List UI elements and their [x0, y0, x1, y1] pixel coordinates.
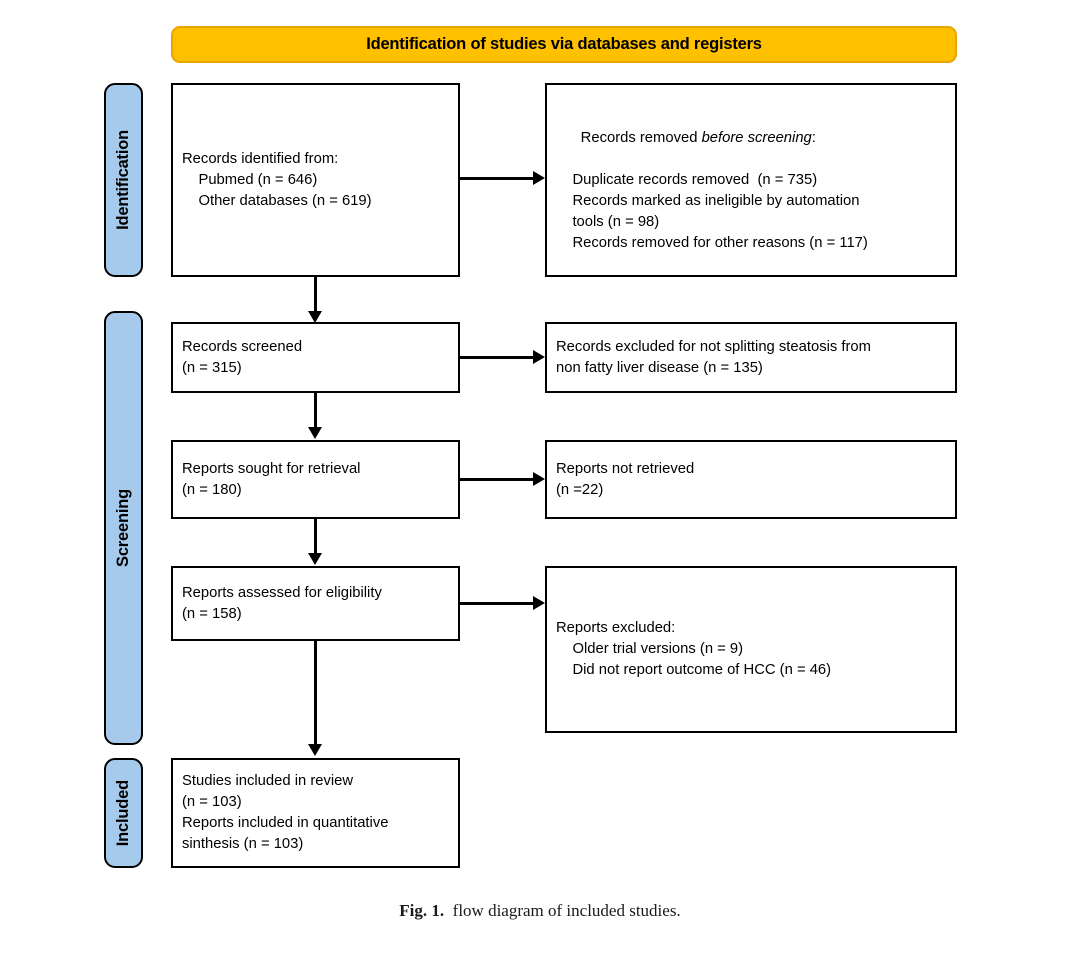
stage-label-included-text: Included — [114, 779, 132, 847]
node-reports-not-retrieved: Reports not retrieved (n =22) — [545, 440, 957, 519]
node-text-line: (n =22) — [556, 481, 604, 498]
arrowhead-screened-to-sought — [308, 427, 322, 439]
node-text-line: Records removed for other reasons (n = 1… — [556, 234, 868, 251]
stage-label-screening-text: Screening — [114, 489, 132, 567]
node-records-removed: Records removed before screening: Duplic… — [545, 83, 957, 277]
node-reports-excluded: Reports excluded: Older trial versions (… — [545, 566, 957, 733]
stage-label-included: Included — [104, 758, 143, 868]
node-text-line: (n = 158) — [182, 605, 242, 622]
connector-screened-to-excluded — [460, 356, 533, 359]
connector-sought-to-assessed — [314, 519, 317, 555]
node-text-line: Duplicate records removed (n = 735) — [556, 171, 818, 188]
node-studies-included: Studies included in review (n = 103) Rep… — [171, 758, 460, 868]
node-text-line: Studies included in review — [182, 773, 354, 789]
node-text-line: Pubmed (n = 646) — [182, 171, 318, 188]
node-reports-sought: Reports sought for retrieval (n = 180) — [171, 440, 460, 519]
arrowhead-sought-to-not-retrieved — [533, 472, 545, 486]
node-text-line: (n = 103) — [182, 794, 242, 810]
arrowhead-assessed-to-excluded — [533, 596, 545, 610]
connector-screened-to-sought — [314, 393, 317, 429]
diagram-banner: Identification of studies via databases … — [171, 26, 957, 63]
node-text-line: Reports sought for retrieval — [182, 460, 361, 477]
node-reports-assessed: Reports assessed for eligibility (n = 15… — [171, 566, 460, 641]
connector-identified-to-removed — [460, 177, 533, 180]
node-text-line: (n = 315) — [182, 359, 242, 376]
figure-caption-label: Fig. 1. — [399, 901, 445, 920]
connector-assessed-to-excluded — [460, 602, 533, 605]
node-text-line: sinthesis (n = 103) — [182, 836, 304, 852]
node-text-line: Records removed before screening: — [556, 107, 946, 170]
node-text-line: Reports excluded: — [556, 620, 676, 636]
arrowhead-assessed-to-included — [308, 744, 322, 756]
arrowhead-screened-to-excluded — [533, 350, 545, 364]
node-text-line: tools (n = 98) — [556, 213, 660, 230]
node-text-fragment: : — [811, 129, 816, 146]
node-text-line: non fatty liver disease (n = 135) — [556, 359, 763, 376]
connector-assessed-to-included — [314, 641, 317, 746]
node-text-line: Older trial versions (n = 9) — [556, 641, 744, 657]
node-text-line: Reports not retrieved — [556, 460, 695, 477]
node-text-line: Other databases (n = 619) — [182, 192, 372, 209]
node-text-line: Reports assessed for eligibility — [182, 584, 382, 601]
node-text-fragment: Records removed — [580, 129, 702, 146]
node-text-line: (n = 180) — [182, 481, 242, 498]
node-records-screened: Records screened (n = 315) — [171, 322, 460, 393]
figure-caption: Fig. 1. flow diagram of included studies… — [0, 901, 1080, 921]
arrowhead-identified-to-removed — [533, 171, 545, 185]
node-text-line: Records identified from: — [182, 150, 339, 167]
stage-label-identification-text: Identification — [114, 130, 132, 230]
node-records-excluded: Records excluded for not splitting steat… — [545, 322, 957, 393]
stage-label-screening: Screening — [104, 311, 143, 745]
node-text-line: Did not report outcome of HCC (n = 46) — [556, 662, 832, 678]
connector-identified-to-screened — [314, 277, 317, 313]
connector-sought-to-not-retrieved — [460, 478, 533, 481]
node-text-line: Records screened — [182, 338, 303, 355]
banner-title: Identification of studies via databases … — [366, 35, 762, 53]
node-text-emphasis: before screening — [701, 129, 812, 146]
node-text-line: Reports included in quantitative — [182, 815, 389, 831]
stage-label-identification: Identification — [104, 83, 143, 277]
arrowhead-sought-to-assessed — [308, 553, 322, 565]
node-text-line: Records excluded for not splitting steat… — [556, 338, 871, 355]
node-text-line: Records marked as ineligible by automati… — [556, 192, 860, 209]
arrowhead-identified-to-screened — [308, 311, 322, 323]
node-records-identified: Records identified from: Pubmed (n = 646… — [171, 83, 460, 277]
figure-caption-text: flow diagram of included studies. — [452, 901, 681, 920]
